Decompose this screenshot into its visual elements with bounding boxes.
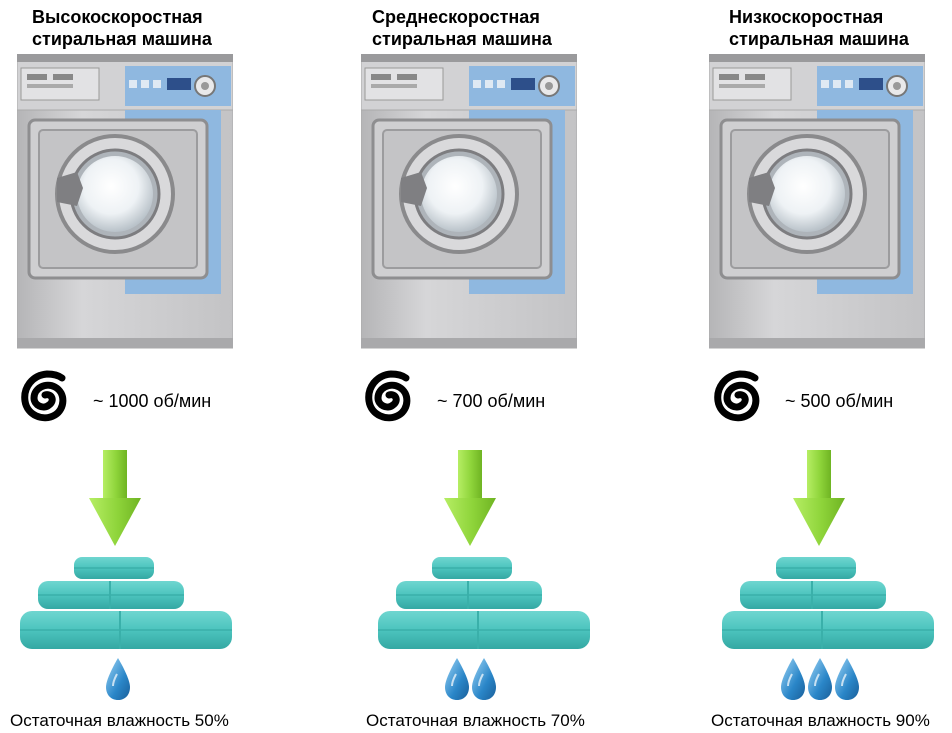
- down-arrow-icon: [793, 450, 845, 546]
- towel-stack-image: [378, 556, 590, 650]
- machine-title: Низкоскоростная стиральная машина: [729, 6, 909, 50]
- column-low-speed: Низкоскоростная стиральная машина ~ 500 …: [692, 0, 952, 733]
- machine-title: Среднескоростная стиральная машина: [372, 6, 552, 50]
- title-line-1: Среднескоростная: [372, 7, 540, 27]
- water-drops-icon: [105, 657, 131, 701]
- residual-moisture-caption: Остаточная влажность 70%: [366, 711, 585, 730]
- title-line-1: Высокоскоростная: [32, 7, 203, 27]
- spin-speed-label: ~ 1000 об/мин: [93, 391, 212, 411]
- down-arrow-icon: [89, 450, 141, 546]
- spin-spiral-icon: [17, 370, 75, 430]
- title-line-2: стиральная машина: [729, 29, 909, 49]
- water-drops-icon: [780, 657, 860, 701]
- residual-moisture-caption: Остаточная влажность 90%: [711, 711, 930, 730]
- column-high-speed: Высокоскоростная стиральная машина ~ 100…: [0, 0, 300, 733]
- washing-machine-image: [17, 54, 233, 350]
- title-line-2: стиральная машина: [372, 29, 552, 49]
- title-line-1: Низкоскоростная: [729, 7, 884, 27]
- title-line-2: стиральная машина: [32, 29, 212, 49]
- residual-moisture-caption: Остаточная влажность 50%: [10, 711, 229, 730]
- machine-title: Высокоскоростная стиральная машина: [32, 6, 212, 50]
- towel-stack-image: [20, 556, 232, 650]
- spin-spiral-icon: [710, 370, 768, 430]
- spin-speed-label: ~ 700 об/мин: [437, 391, 546, 411]
- towel-stack-image: [722, 556, 934, 650]
- spin-spiral-icon: [361, 370, 419, 430]
- washing-machine-image: [361, 54, 577, 350]
- column-medium-speed: Среднескоростная стиральная машина ~ 700…: [344, 0, 644, 733]
- washing-machine-image: [709, 54, 925, 350]
- down-arrow-icon: [444, 450, 496, 546]
- spin-speed-label: ~ 500 об/мин: [785, 391, 894, 411]
- water-drops-icon: [444, 657, 497, 701]
